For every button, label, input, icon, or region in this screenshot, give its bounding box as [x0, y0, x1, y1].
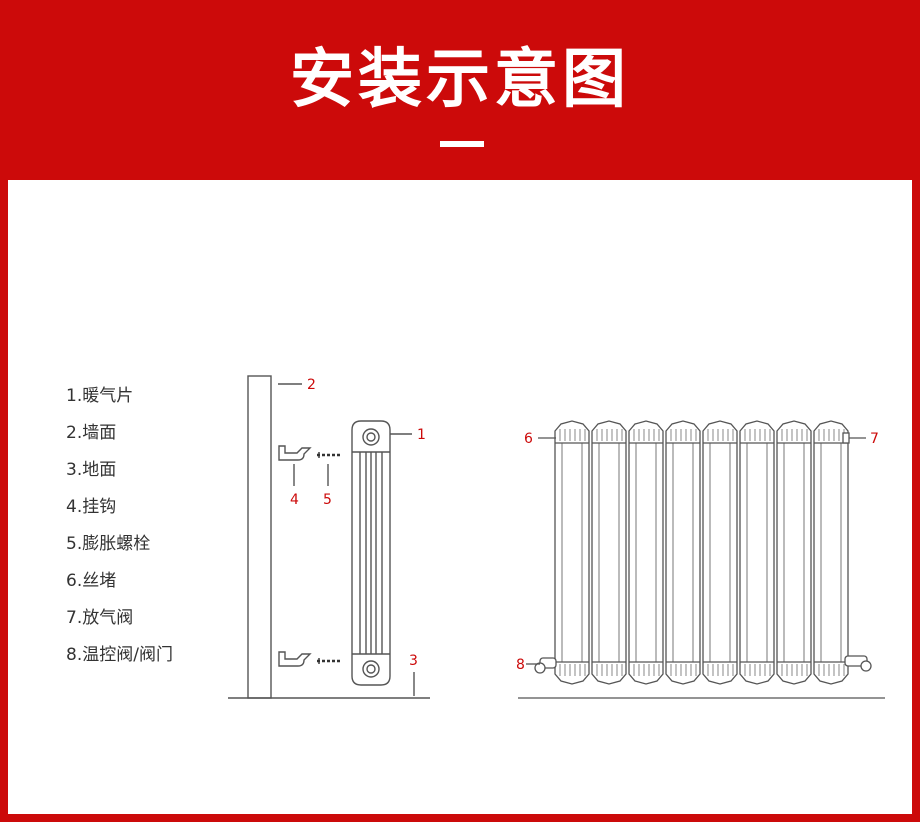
callout-3: 3 — [409, 653, 418, 669]
radiator-column — [776, 420, 812, 685]
side-view — [228, 375, 430, 699]
radiator-column — [628, 420, 664, 685]
front-view — [518, 420, 885, 699]
radiator-column — [739, 420, 775, 685]
radiator-column — [813, 420, 849, 685]
page-title: 安装示意图 — [290, 43, 630, 117]
radiator-column — [665, 420, 701, 685]
radiator-column — [702, 420, 738, 685]
legend-item-expansion-bolt: 5.膨胀螺栓 — [66, 534, 151, 554]
radiator-column — [591, 420, 627, 685]
side-view-labels: 2 1 4 5 3 — [290, 377, 426, 669]
legend-item-radiator: 1.暖气片 — [66, 386, 134, 406]
parts-legend: 1.暖气片 2.墙面 3.地面 4.挂钩 5.膨胀螺栓 6.丝堵 7.放气阀 8… — [66, 380, 173, 676]
hook-top — [278, 445, 312, 461]
thermostatic-valve-left — [534, 657, 557, 674]
callout-4: 4 — [290, 492, 299, 508]
callout-6: 6 — [524, 431, 533, 447]
title-underline — [440, 141, 484, 147]
radiator-column — [554, 420, 590, 685]
legend-item-air-valve: 7.放气阀 — [66, 608, 134, 628]
header-banner — [0, 0, 920, 180]
valve-right — [844, 655, 872, 672]
legend-item-hook: 4.挂钩 — [66, 497, 117, 517]
callout-2: 2 — [307, 377, 316, 393]
radiator-front-view — [554, 420, 849, 685]
callout-5: 5 — [323, 492, 332, 508]
bolt-top — [317, 452, 340, 458]
bolt-bottom — [317, 658, 340, 664]
hook-bottom — [278, 651, 312, 667]
callout-8: 8 — [516, 657, 525, 673]
front-view-labels: 6 7 8 — [516, 431, 879, 673]
legend-item-floor: 3.地面 — [66, 460, 117, 480]
callout-1: 1 — [417, 427, 426, 443]
legend-item-wall: 2.墙面 — [66, 423, 117, 443]
legend-item-thermostatic-valve: 8.温控阀/阀门 — [66, 645, 173, 665]
radiator-side-view — [351, 420, 391, 686]
callout-7: 7 — [870, 431, 879, 447]
legend-item-plug: 6.丝堵 — [66, 571, 117, 591]
